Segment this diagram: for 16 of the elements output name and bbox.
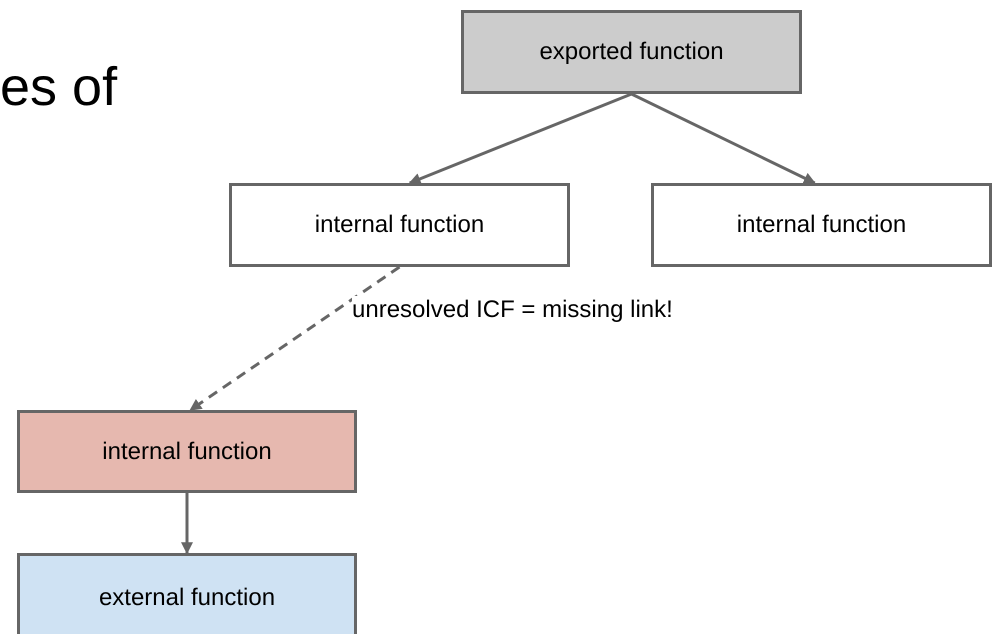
node-label: external function	[98, 584, 276, 612]
process-box	[651, 183, 992, 267]
process-box	[461, 10, 802, 94]
node-label: internal function	[314, 211, 484, 239]
arrow	[408, 92, 632, 185]
arrow	[630, 92, 816, 184]
process-box	[229, 183, 570, 267]
node-label: internal function	[736, 211, 906, 239]
process-box	[17, 553, 357, 634]
process-box	[17, 410, 357, 493]
edge-label: unresolved ICF = missing link!	[352, 296, 673, 324]
node-label: internal function	[102, 438, 272, 466]
dashed-arrow	[189, 266, 400, 412]
arrow	[181, 493, 193, 554]
heading-text: es of	[0, 56, 118, 118]
node-label: exported function	[539, 38, 724, 66]
